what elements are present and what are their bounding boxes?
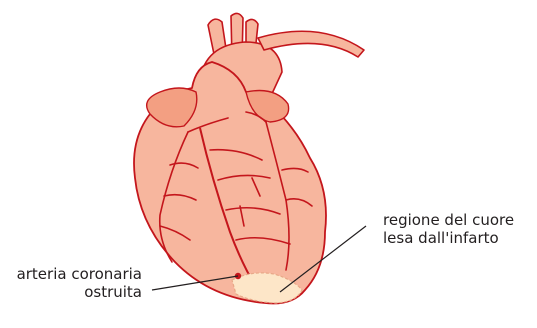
label-damaged-line2: lesa dall'infarto xyxy=(383,229,514,247)
label-damaged-region: regione del cuore lesa dall'infarto xyxy=(383,211,514,247)
label-blocked-artery: arteria coronaria ostruita xyxy=(17,265,142,301)
label-artery-line2: ostruita xyxy=(17,283,142,301)
label-damaged-line1: regione del cuore xyxy=(383,211,514,229)
label-artery-line1: arteria coronaria xyxy=(17,265,142,283)
